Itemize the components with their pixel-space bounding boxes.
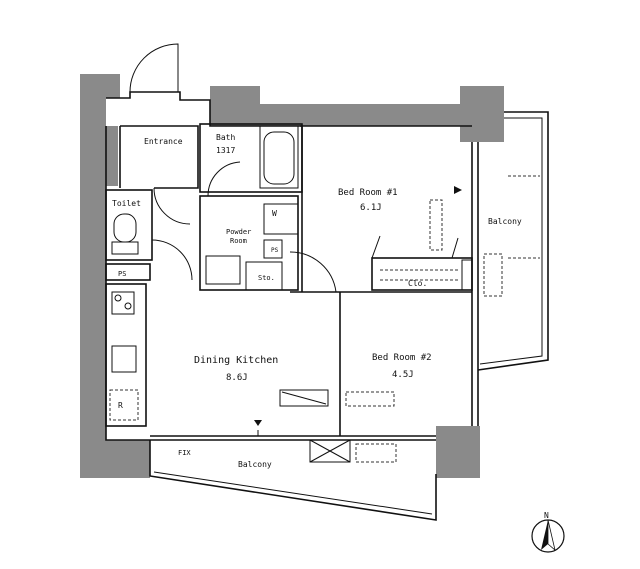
balcony-south-label: Balcony <box>238 460 272 469</box>
powder-room-label: Powder Room <box>226 228 256 245</box>
bedroom-1-size-label: 6.1J <box>360 203 382 213</box>
bath-label: Bath <box>216 133 235 142</box>
interior-walls <box>105 43 549 521</box>
dining-kitchen-size-label: 8.6J <box>226 373 248 383</box>
balcony-east-label: Balcony <box>488 217 522 226</box>
powder-room-label-line2: Room <box>230 237 247 245</box>
bedroom-2-size-label: 4.5J <box>392 370 414 380</box>
storage-label: Sto. <box>258 274 275 282</box>
closet-label: Clo. <box>408 279 427 288</box>
powder-room-label-line1: Powder <box>226 228 251 236</box>
wm-label: W <box>272 209 277 218</box>
fix-label: FIX <box>178 449 191 457</box>
ps-label-1: PS <box>118 270 126 278</box>
ps-label-2: PS <box>271 247 279 254</box>
toilet-label: Toilet <box>112 199 141 208</box>
exterior-walls <box>80 74 504 478</box>
bedroom-2-label: Bed Room #2 <box>372 353 432 363</box>
compass-arrow-icon <box>541 520 548 550</box>
north-compass: N <box>531 511 565 553</box>
refrigerator-label: R <box>118 401 123 410</box>
compass-north-label: N <box>544 511 549 520</box>
dining-kitchen-label: Dining Kitchen <box>194 355 278 366</box>
entrance-label: Entrance <box>144 137 183 146</box>
bath-size-label: 1317 <box>216 146 235 155</box>
bedroom-1-label: Bed Room #1 <box>338 188 398 198</box>
